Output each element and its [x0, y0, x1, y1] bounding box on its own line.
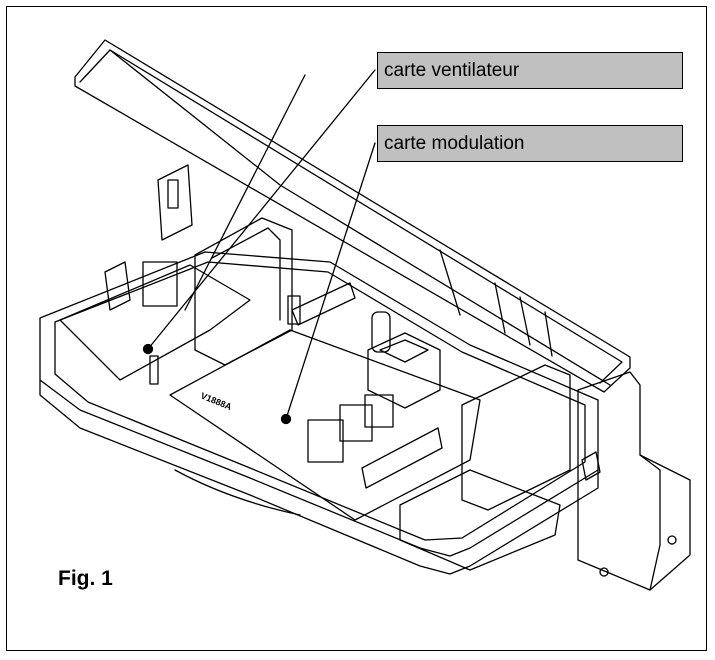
callout-label: carte ventilateur — [384, 59, 520, 81]
base-tray — [39, 251, 599, 557]
relay-2 — [339, 404, 373, 442]
lid-seam-4 — [544, 311, 553, 357]
callout-carte-ventilateur: carte ventilateur — [377, 52, 683, 89]
figure-label: Fig. 1 — [58, 567, 113, 590]
capacitor — [371, 311, 391, 353]
right-module — [399, 469, 561, 571]
transformer — [367, 332, 441, 409]
connector-strip-top — [291, 282, 356, 326]
fan-board-capacitor — [149, 355, 159, 385]
fan-board-transformer — [142, 261, 178, 307]
lid-outer — [74, 39, 631, 393]
fan-board — [59, 264, 251, 381]
lid-seam-3 — [519, 296, 531, 346]
callout-label: carte modulation — [384, 132, 525, 154]
modulation-board — [169, 329, 481, 521]
leader-line-modulation — [285, 142, 376, 420]
base-tray-bottom — [39, 379, 599, 575]
right-partition — [461, 364, 571, 511]
hinge-bracket — [157, 164, 193, 241]
relay-3 — [364, 394, 394, 428]
hinge-slot — [167, 179, 179, 209]
bracket-hole-2 — [667, 535, 677, 545]
mounting-bracket — [577, 371, 691, 591]
board-marking: V1888A — [199, 391, 233, 413]
leader-line-ventilateur-2 — [184, 74, 306, 311]
leader-line-ventilateur-1 — [147, 69, 376, 350]
lid-seam-1 — [439, 249, 461, 316]
knob — [581, 451, 601, 481]
partition-wall — [194, 217, 293, 366]
base-tray-shadow — [174, 469, 301, 516]
transformer-top — [379, 339, 429, 363]
partition-inner — [211, 227, 281, 321]
lid-inner-edge — [79, 49, 623, 384]
figure-frame — [6, 6, 707, 651]
lid-seam-2 — [494, 282, 506, 334]
fan-board-connector — [104, 261, 131, 311]
standoff — [287, 295, 301, 325]
bracket-flange — [639, 454, 661, 591]
bracket-hole-1 — [599, 567, 609, 577]
base-tray-inner — [54, 261, 586, 541]
lid-face — [109, 49, 611, 386]
callout-carte-modulation: carte modulation — [377, 125, 683, 162]
connector-strip — [361, 427, 443, 489]
relay-1 — [307, 419, 344, 463]
